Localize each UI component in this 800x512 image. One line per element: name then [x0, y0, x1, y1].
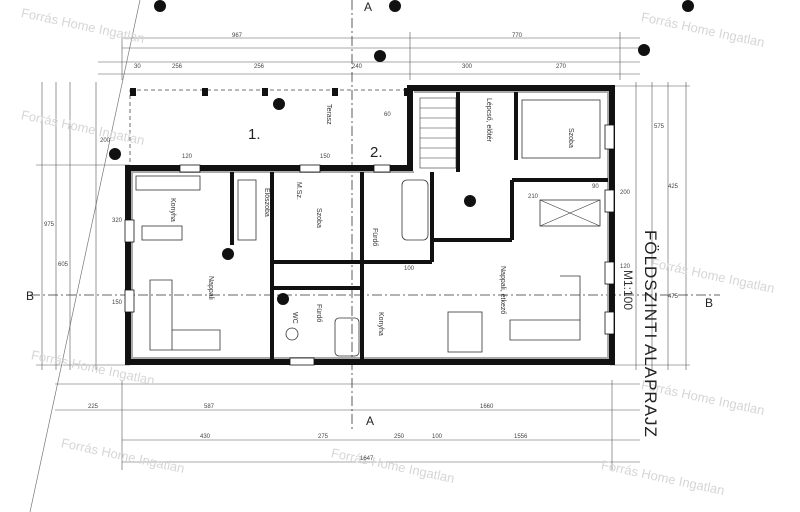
bathtub	[401, 179, 429, 241]
sofa-left	[149, 279, 221, 351]
room-label-nappali-etkezo: Nappali, étkező	[499, 266, 506, 315]
dim-top-row: 240	[352, 64, 363, 70]
bathtub-lower	[334, 317, 360, 357]
dim-left-side: 200	[100, 138, 111, 144]
room-label-mosdo: M.Sz.	[295, 182, 302, 200]
dim-small: 90	[592, 184, 599, 190]
dim-small: 210	[528, 194, 539, 200]
toilet	[285, 327, 299, 341]
entrance-1-label: 1.	[248, 126, 261, 143]
entrance-2-label: 2.	[370, 144, 383, 161]
foyer-closet	[237, 179, 257, 241]
diagonal-guide-line	[29, 0, 141, 512]
top-dimension-lines	[98, 32, 640, 80]
wall-insulation	[131, 91, 609, 359]
staircase	[419, 97, 457, 169]
closet-right	[539, 199, 601, 227]
plan-title: FÖLDSZINTI ALAPRAJZ	[641, 230, 660, 438]
dim-right-side: 575	[654, 124, 665, 130]
bed-right	[521, 99, 601, 159]
dim-small: 100	[404, 266, 415, 272]
section-b-right-label: B	[705, 296, 714, 310]
windows	[124, 124, 615, 366]
sofa-right	[509, 275, 581, 341]
dim-top-row: 270	[556, 64, 567, 70]
section-b-left-label: B	[26, 289, 35, 303]
room-label-eloszoba: Előszoba	[263, 188, 270, 217]
terrace-posts	[130, 88, 410, 96]
dim-left-side: 605	[58, 262, 69, 268]
dim-right-side: 120	[620, 264, 631, 270]
dim-right-side: 475	[668, 294, 679, 300]
room-label-lepcso: Lépcső, előtér	[485, 98, 492, 142]
dim-bottom-detail: 1556	[514, 434, 528, 440]
room-label-szoba-right: Szoba	[567, 128, 574, 148]
right-dimension-lines	[610, 82, 690, 370]
dim-top-row: 300	[462, 64, 473, 70]
room-label-szoba-mid: Szoba	[315, 208, 322, 228]
dim-bottom-detail: 100	[432, 434, 443, 440]
kitchen-counter-left	[135, 175, 201, 191]
terrace-outline	[129, 89, 411, 169]
bottom-dimension-lines	[55, 380, 640, 470]
dining-table	[447, 311, 483, 353]
dim-bottom-detail: 275	[318, 434, 329, 440]
room-label-napali-left: Nappali	[207, 276, 214, 300]
level-markers	[109, 0, 694, 305]
title-block: FÖLDSZINTI ALAPRAJZ M1:100	[621, 120, 770, 438]
dim-left-side: 150	[112, 300, 123, 306]
dim-left-side: 975	[44, 222, 55, 228]
dim-bottom-detail: 250	[394, 434, 405, 440]
dim-top-row: 256	[172, 64, 183, 70]
dim-bottom-row: 1660	[480, 404, 494, 410]
section-a-bottom-label: A	[366, 414, 375, 428]
left-dimension-lines	[36, 82, 130, 370]
room-label-furdo-lower: Fürdő	[315, 304, 322, 323]
kitchen-island	[141, 225, 183, 241]
dim-bottom-detail: 430	[200, 434, 211, 440]
dim-right-side: 425	[668, 184, 679, 190]
dim-overall-bottom: 1647	[360, 456, 374, 462]
dim-top-row: 30	[134, 64, 141, 70]
room-label-furdo-upper: Fürdő	[371, 228, 378, 247]
dim-small: 60	[384, 112, 391, 118]
dim-right-side: 200	[620, 190, 631, 196]
dim-overall-top: 967	[232, 33, 243, 39]
room-label-wc: WC	[291, 312, 298, 324]
outer-walls	[125, 85, 615, 365]
section-a-top-label: A	[364, 0, 373, 14]
inner-walls	[230, 92, 608, 360]
plan-scale: M1:100	[621, 270, 635, 311]
dim-left-side: 320	[112, 218, 123, 224]
dim-bottom-row: 587	[204, 404, 215, 410]
dim-bottom-row: 225	[88, 404, 99, 410]
dim-top-segment: 770	[512, 33, 523, 39]
room-label-konyha-mid: Konyha	[377, 312, 384, 336]
dim-small: 120	[182, 154, 193, 160]
room-label-terasz: Terasz	[325, 104, 332, 125]
dim-small: 150	[320, 154, 331, 160]
dim-top-row: 256	[254, 64, 265, 70]
room-label-konyha-left: Konyha	[169, 198, 176, 222]
